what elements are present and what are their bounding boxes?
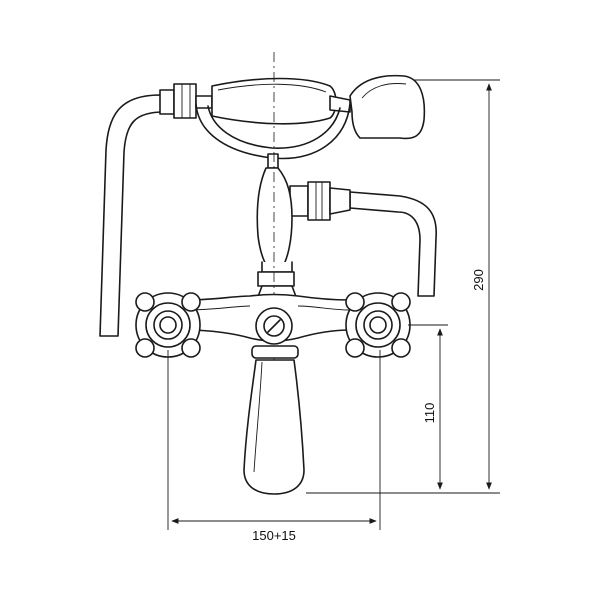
dimension-label-total-height: 290: [471, 269, 486, 291]
hand-shower: [159, 74, 426, 140]
right-cross-handle: [345, 292, 411, 358]
left-hose: [99, 94, 165, 337]
dimension-centre-distance: 150+15: [171, 518, 377, 543]
dimension-label-centre-distance: 150+15: [252, 528, 296, 543]
central-screw: [255, 307, 293, 345]
spout: [243, 345, 305, 495]
shower-cradle: [195, 103, 351, 169]
left-cross-handle: [135, 292, 201, 358]
dimension-total-height: 290: [471, 83, 492, 490]
dimension-label-outlet-height: 110: [422, 403, 437, 424]
dimension-outlet-height: 110: [422, 328, 443, 490]
right-hose: [289, 181, 437, 297]
